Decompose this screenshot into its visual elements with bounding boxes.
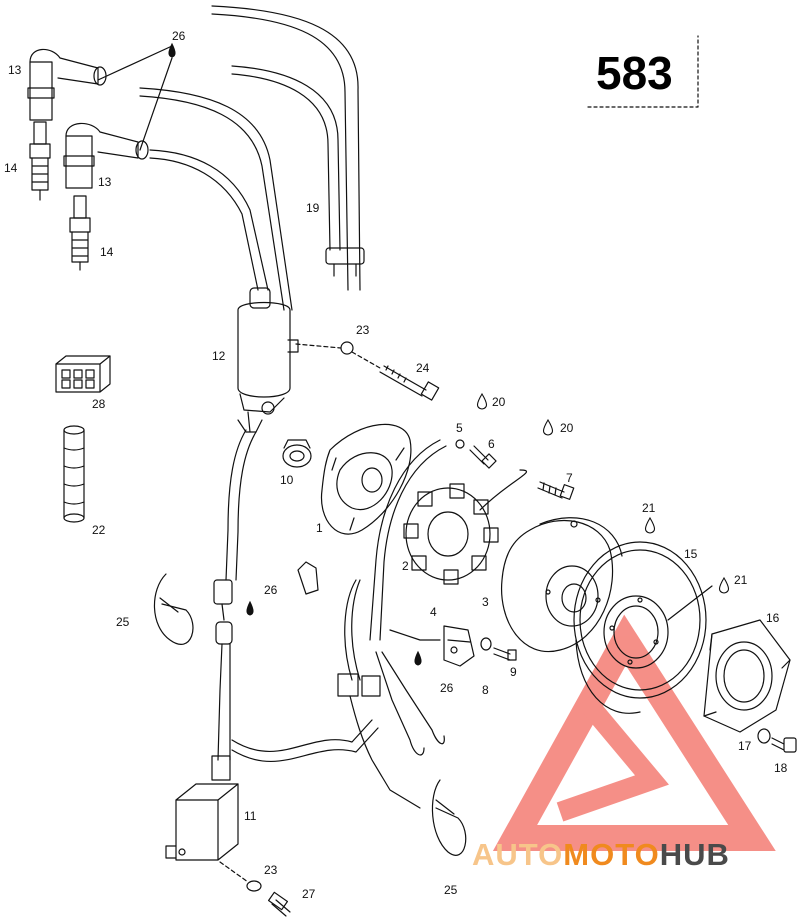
starter-pulley	[573, 541, 707, 714]
callout-11: 11	[244, 809, 257, 823]
callout-22: 22	[92, 523, 106, 537]
callout-17: 17	[738, 739, 752, 753]
callout-21: 21	[642, 501, 656, 515]
callout-7: 7	[566, 471, 573, 485]
starter-cup	[703, 619, 791, 733]
callout-2: 2	[402, 559, 409, 573]
callout-18: 18	[774, 761, 788, 775]
spark-plug-upper	[29, 121, 51, 201]
leader-21	[667, 585, 713, 621]
oil-drop-icon	[168, 42, 176, 58]
wiring-harness	[213, 419, 379, 762]
callout-14: 14	[100, 245, 114, 259]
oil-drop-icon	[246, 600, 254, 616]
callout-8: 8	[482, 683, 489, 697]
stator-coil	[403, 469, 528, 585]
protective-sleeve	[63, 425, 85, 523]
cable-tie-bottom	[431, 779, 467, 856]
washer-8	[480, 637, 492, 651]
callout-4: 4	[430, 605, 437, 619]
washer-17	[757, 728, 771, 744]
leader-26-top	[97, 45, 173, 151]
grommet	[282, 439, 312, 468]
callout-26: 26	[264, 583, 278, 597]
watermark-triangle-logo	[492, 614, 776, 851]
wire-connector	[297, 561, 319, 595]
washer-5	[455, 439, 465, 449]
callout-26: 26	[440, 681, 454, 695]
ignition-coil	[237, 287, 299, 433]
callout-26: 26	[172, 29, 186, 43]
oil-drop-icon	[542, 418, 554, 436]
washer	[340, 341, 354, 355]
oil-drop-icon	[718, 576, 730, 594]
callout-1: 1	[316, 521, 323, 535]
page-frame	[587, 35, 699, 108]
callout-27: 27	[302, 887, 316, 901]
callout-13: 13	[8, 63, 22, 77]
callout-16: 16	[766, 611, 780, 625]
callout-28: 28	[92, 397, 106, 411]
watermark-auto: AUTO	[472, 837, 564, 872]
bolt-24	[351, 351, 440, 401]
cable-tie-left	[153, 573, 194, 645]
watermark-hub: HUB	[659, 837, 730, 872]
screw-7	[537, 481, 575, 500]
spark-plug-cap-lower	[63, 122, 149, 189]
washer-lower	[246, 880, 262, 892]
stator-wires	[337, 439, 447, 809]
watermark-moto: MOTO	[563, 837, 660, 872]
callout-9: 9	[510, 665, 517, 679]
callout-23: 23	[356, 323, 370, 337]
page-number: 583	[596, 47, 673, 99]
callout-25: 25	[116, 615, 130, 629]
ht-wires	[139, 5, 361, 311]
callout-21: 21	[734, 573, 748, 587]
spark-plug-cap-upper	[27, 48, 107, 121]
bolt-27	[219, 861, 291, 917]
oil-drop-icon	[414, 650, 422, 666]
oil-drop-icon	[476, 392, 488, 410]
callout-3: 3	[482, 595, 489, 609]
callout-15: 15	[684, 547, 698, 561]
spark-plug-lower	[69, 195, 91, 271]
cdi-module	[165, 755, 239, 861]
oil-drop-icon	[644, 516, 656, 534]
watermark-text: AUTOMOTOHUB	[472, 838, 730, 872]
callout-13: 13	[98, 175, 112, 189]
screw-9	[493, 647, 517, 661]
callout-20: 20	[560, 421, 574, 435]
callout-25: 25	[444, 883, 458, 897]
wire-clamp	[325, 247, 365, 277]
trigger-coil	[443, 625, 475, 667]
callout-14: 14	[4, 161, 18, 175]
callout-6: 6	[488, 437, 495, 451]
connector-housing	[55, 355, 111, 393]
screw-6	[469, 445, 497, 469]
stator-plate	[320, 423, 412, 535]
callout-12: 12	[212, 349, 226, 363]
callout-10: 10	[280, 473, 294, 487]
callout-23: 23	[264, 863, 278, 877]
callout-24: 24	[416, 361, 430, 375]
callout-20: 20	[492, 395, 506, 409]
bolt-18	[771, 737, 797, 753]
callout-19: 19	[306, 201, 320, 215]
callout-5: 5	[456, 421, 463, 435]
